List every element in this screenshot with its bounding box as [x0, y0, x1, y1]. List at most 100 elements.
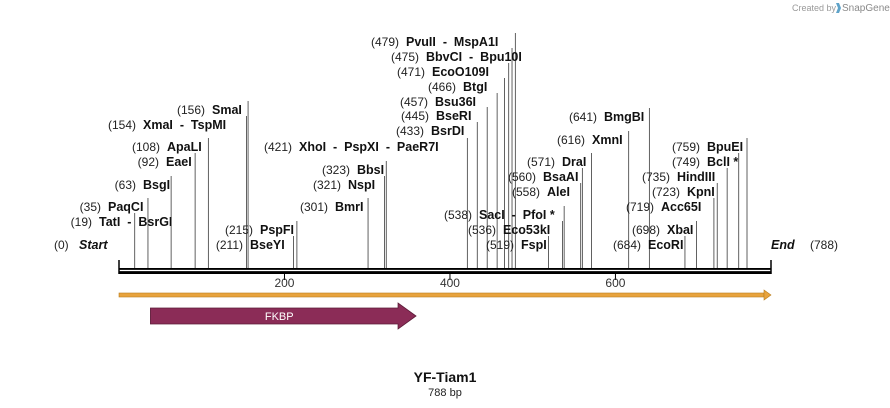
- cut-site-label[interactable]: (457)Bsu36I: [400, 95, 476, 109]
- cut-site-label[interactable]: (698)XbaI: [632, 223, 693, 237]
- cut-site-position: (421): [264, 140, 292, 154]
- cut-site-enzyme: PspFI: [260, 223, 294, 237]
- cut-site-label[interactable]: (684) EcoRI: [613, 238, 683, 252]
- cut-site-label[interactable]: (571)DraI: [527, 155, 586, 169]
- cut-site-position: (684): [613, 238, 641, 252]
- credit-prefix: Created by: [792, 3, 837, 13]
- cut-site-label[interactable]: (723) KpnI: [652, 185, 715, 199]
- cut-site-enzyme: BmgBI: [604, 110, 644, 124]
- cut-site-labels: (19) TatI - BsrGI(35)PaqCI (63) BsgI (92) Eae…: [71, 35, 743, 252]
- orf-bar: [118, 292, 765, 298]
- cut-site-enzyme: BseRI: [436, 109, 471, 123]
- cut-site-enzyme: ApaLI: [167, 140, 202, 154]
- cut-site-enzyme: XmnI: [592, 133, 623, 147]
- sequence-length: 788 bp: [428, 387, 462, 399]
- cut-site-label[interactable]: (538) SacI - PfoI *: [444, 208, 555, 222]
- cut-site-label[interactable]: (641) BmgBI: [569, 110, 644, 124]
- ruler-tick-label: 200: [274, 276, 294, 290]
- cut-site-label[interactable]: (19) TatI - BsrGI: [71, 215, 173, 229]
- cut-site-label[interactable]: (616)XmnI: [557, 133, 623, 147]
- cut-site-enzyme: EcoRI: [648, 238, 683, 252]
- cut-site-label[interactable]: (63) BsgI: [115, 178, 170, 192]
- cut-site-label[interactable]: (108)ApaLI: [132, 140, 202, 154]
- start-position: (0): [54, 238, 69, 252]
- cut-site-label[interactable]: (154) XmaI - TspMI: [108, 118, 226, 132]
- cut-site-position: (479): [371, 35, 399, 49]
- sequence-backbone: [118, 260, 772, 274]
- cut-site-position: (63): [115, 178, 136, 192]
- ruler-tick-label: 600: [605, 276, 625, 290]
- cut-site-enzyme: BbvCI - Bpu10I: [426, 50, 522, 64]
- cut-site-position: (154): [108, 118, 136, 132]
- cut-site-position: (211): [216, 238, 243, 252]
- cut-site-label[interactable]: (558)AleI: [512, 185, 570, 199]
- cut-site-position: (301): [300, 200, 328, 214]
- feature-label: FKBP: [265, 311, 294, 323]
- cut-site-label[interactable]: (156)SmaI: [177, 103, 242, 117]
- cut-site-enzyme: BpuEI: [707, 140, 743, 154]
- cut-site-enzyme: Eco53kI: [503, 223, 550, 237]
- cut-site-label[interactable]: (433)BsrDI: [396, 124, 464, 138]
- cut-site-label[interactable]: (35)PaqCI: [80, 200, 144, 214]
- cut-site-enzyme: BbsI: [357, 163, 384, 177]
- cut-site-label[interactable]: (519)FspI: [486, 238, 547, 252]
- cut-site-enzyme: DraI: [562, 155, 586, 169]
- cut-site-label[interactable]: (479) PvuII - MspA1I: [371, 35, 498, 49]
- start-label: Start: [79, 238, 108, 252]
- cut-site-enzyme: HindIII: [677, 170, 715, 184]
- cut-site-label[interactable]: (735)HindIII: [642, 170, 715, 184]
- cut-site-label[interactable]: (421)XhoI - PspXI - PaeR7I: [264, 140, 439, 154]
- cut-site-label[interactable]: (536) Eco53kI: [468, 223, 550, 237]
- cut-site-enzyme: NspI: [348, 178, 375, 192]
- cut-site-label[interactable]: (471)EcoO109I: [397, 65, 489, 79]
- cut-site-enzyme: PvuII - MspA1I: [406, 35, 498, 49]
- cut-site-enzyme: BtgI: [463, 80, 487, 94]
- cut-site-label[interactable]: (215)PspFI: [225, 223, 294, 237]
- cut-site-label[interactable]: (301) BmrI: [300, 200, 364, 214]
- cut-site-enzyme: XmaI - TspMI: [143, 118, 226, 132]
- cut-site-enzyme: TatI - BsrGI: [99, 215, 172, 229]
- cut-site-position: (35): [80, 200, 101, 214]
- cut-site-enzyme: SmaI: [212, 103, 242, 117]
- cut-site-enzyme: SacI - PfoI *: [479, 208, 555, 222]
- cut-site-position: (719): [626, 200, 654, 214]
- cut-site-lines: [134, 33, 748, 268]
- cut-site-enzyme: BmrI: [335, 200, 363, 214]
- cut-site-position: (433): [396, 124, 424, 138]
- cut-site-label[interactable]: (475)BbvCI - Bpu10I: [391, 50, 522, 64]
- snapgene-credit: Created by SnapGene: [792, 3, 890, 14]
- cut-site-label[interactable]: (445)BseRI: [401, 109, 471, 123]
- cut-site-position: (641): [569, 110, 597, 124]
- cut-site-enzyme: BsgI: [143, 178, 170, 192]
- cut-site-position: (723): [652, 185, 680, 199]
- end-position: (788): [810, 238, 838, 252]
- cut-site-position: (538): [444, 208, 472, 222]
- ruler-tick-label: 400: [440, 276, 460, 290]
- cut-site-position: (19): [71, 215, 92, 229]
- ruler-ticks: 200 400 600: [274, 274, 626, 290]
- cut-site-label[interactable]: (323) BbsI: [322, 163, 384, 177]
- cut-site-label[interactable]: (560)BsaAI: [508, 170, 578, 184]
- cut-site-position: (92): [138, 155, 159, 169]
- cut-site-label[interactable]: (92) EaeI: [138, 155, 192, 169]
- cut-site-label[interactable]: (749) BclI *: [672, 155, 738, 169]
- feature-track: FKBP: [150, 302, 417, 330]
- snapgene-logo-icon: [836, 3, 841, 13]
- cut-site-enzyme: BclI *: [707, 155, 738, 169]
- cut-site-position: (323): [322, 163, 350, 177]
- cut-site-label[interactable]: (719)Acc65I: [626, 200, 701, 214]
- cut-site-position: (560): [508, 170, 536, 184]
- cut-site-position: (759): [672, 140, 700, 154]
- cut-site-position: (536): [468, 223, 496, 237]
- cut-site-enzyme: KpnI: [687, 185, 715, 199]
- cut-site-position: (749): [672, 155, 700, 169]
- cut-site-label[interactable]: (321)NspI: [313, 178, 375, 192]
- cut-site-enzyme: BseYI: [250, 238, 285, 252]
- cut-site-enzyme: XbaI: [667, 223, 693, 237]
- cut-site-label[interactable]: (211) BseYI: [216, 238, 285, 252]
- cut-site-enzyme: EcoO109I: [432, 65, 489, 79]
- cut-site-label[interactable]: (466)BtgI: [428, 80, 487, 94]
- cut-site-enzyme: EaeI: [166, 155, 192, 169]
- cut-site-label[interactable]: (759) BpuEI: [672, 140, 743, 154]
- feature-arrow[interactable]: [150, 302, 417, 330]
